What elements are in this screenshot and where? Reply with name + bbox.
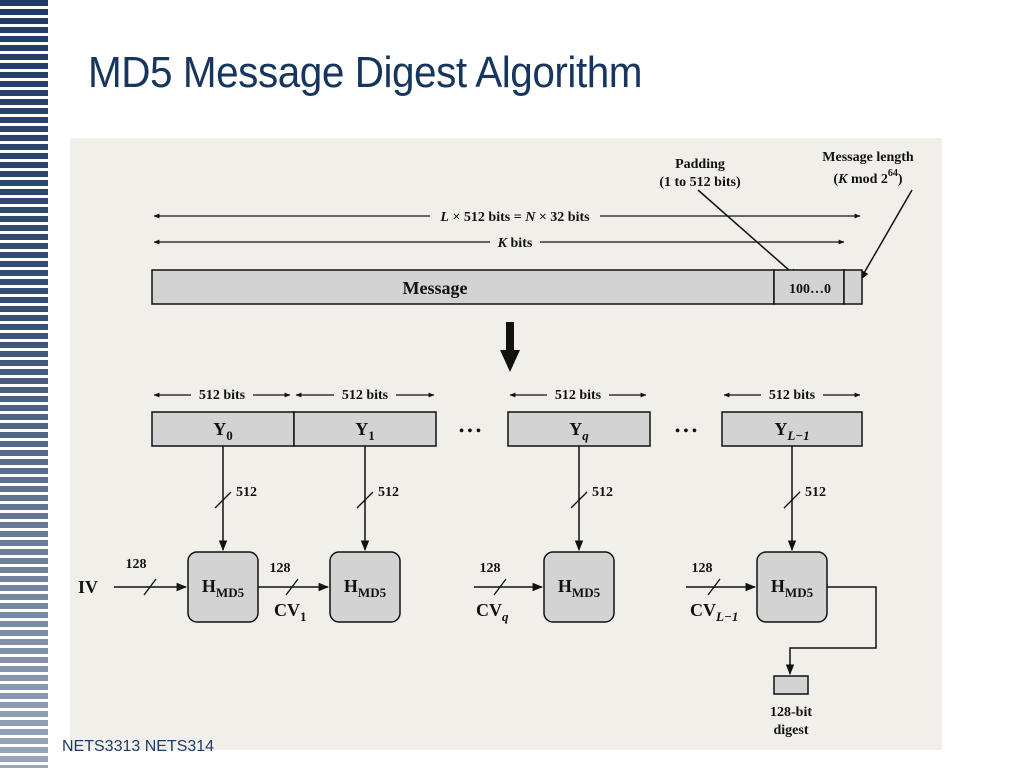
split-arrow-head	[500, 350, 520, 372]
message-length-pointer-arrow	[859, 189, 913, 281]
block-width-label-bg	[191, 386, 253, 402]
hmd5-label: HMD5	[771, 576, 814, 600]
l-span-label-bg	[430, 208, 600, 224]
chain-bits: 128	[270, 561, 291, 576]
block-width-label-bg	[547, 386, 609, 402]
bus-slash	[570, 491, 588, 509]
block-width-label: 512 bits	[555, 388, 602, 403]
block-width-label: 512 bits	[342, 388, 389, 403]
bus-slash	[783, 491, 801, 509]
padding-label: Padding	[675, 157, 725, 172]
block-input-bits: 512	[378, 485, 399, 500]
chain-bits: 128	[480, 561, 501, 576]
block-yq-label: Yq	[569, 419, 589, 443]
bus-slash	[285, 578, 299, 596]
message-label: Message	[403, 278, 468, 298]
bus-slash	[707, 578, 721, 596]
block-width-label-bg	[761, 386, 823, 402]
digest-output-arrow	[785, 586, 877, 676]
hmd5-label: HMD5	[202, 576, 245, 600]
cvq-label: CVq	[476, 600, 509, 624]
block-ylast	[721, 411, 863, 447]
k-span-label: K bits	[497, 236, 533, 251]
message-length-formula: (K mod 264)	[833, 168, 902, 187]
padding-range-label: (1 to 512 bits)	[659, 175, 741, 190]
digest-block	[773, 675, 809, 695]
ellipsis: • • •	[459, 424, 481, 439]
bus-slash	[493, 578, 507, 596]
message-length-label: Message length	[822, 150, 914, 165]
chain-bits: 128	[692, 561, 713, 576]
ellipsis: • • •	[675, 424, 697, 439]
block-y1	[293, 411, 437, 447]
digest-label-2: digest	[774, 723, 809, 738]
hmd5-label: HMD5	[344, 576, 387, 600]
bus-slash	[214, 491, 232, 509]
cv1-label: CV1	[274, 600, 307, 624]
padding-value: 100…0	[789, 282, 831, 297]
block-width-label-bg	[334, 386, 396, 402]
cvlast-label: CVL−1	[690, 600, 738, 624]
bus-slash	[143, 578, 157, 596]
padding-pointer-arrow	[697, 189, 799, 279]
bus-slash	[356, 491, 374, 509]
hmd5-label: HMD5	[558, 576, 601, 600]
block-ylast-label: YL−1	[774, 419, 809, 443]
message-block	[151, 269, 775, 305]
padding-block	[773, 269, 845, 305]
block-input-bits: 512	[592, 485, 613, 500]
block-input-bits: 512	[236, 485, 257, 500]
k-span-label-bg	[490, 234, 540, 250]
block-width-label: 512 bits	[199, 388, 246, 403]
chain-bits: 128	[126, 557, 147, 572]
digest-label: 128-bit	[770, 705, 812, 720]
hmd5-box	[329, 551, 401, 623]
slide-footer: NETS3313 NETS314	[62, 738, 215, 755]
split-arrow-shaft	[506, 322, 514, 352]
hmd5-box	[543, 551, 615, 623]
length-block	[843, 269, 863, 305]
block-y0	[151, 411, 295, 447]
block-input-bits: 512	[805, 485, 826, 500]
block-yq	[507, 411, 651, 447]
stripe-fade-overlay	[0, 0, 48, 768]
block-y1-label: Y1	[355, 419, 375, 443]
iv-label: IV	[78, 577, 98, 597]
l-span-label: L × 512 bits = N × 32 bits	[439, 210, 590, 225]
block-width-label: 512 bits	[769, 388, 816, 403]
block-y0-label: Y0	[213, 419, 233, 443]
md5-diagram: Padding (1 to 512 bits) Message length (…	[70, 138, 942, 750]
slide-title: MD5 Message Digest Algorithm	[88, 48, 643, 97]
